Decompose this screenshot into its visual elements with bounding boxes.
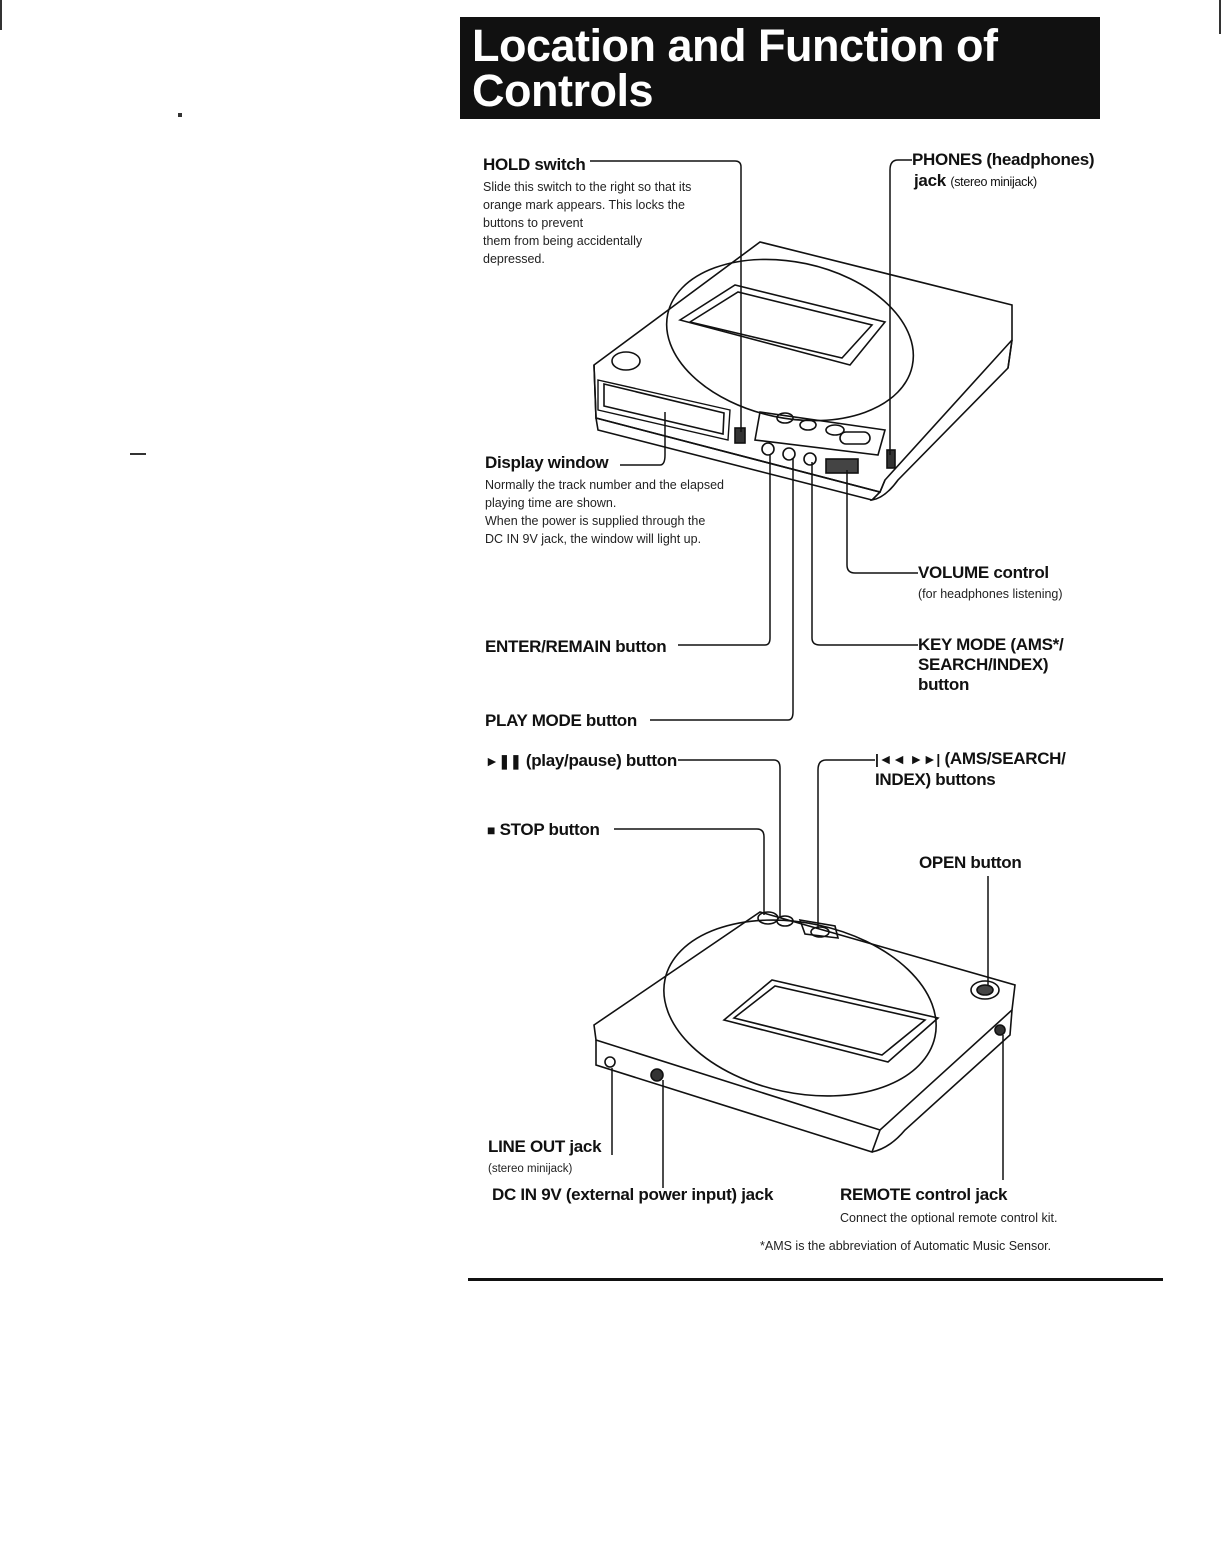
desc-line: them from being accidentally bbox=[483, 234, 643, 248]
desc-line: Slide this switch to the right so that i… bbox=[483, 180, 692, 194]
stop-text: STOP button bbox=[499, 820, 600, 839]
desc-line: DC IN 9V jack, the window will light up. bbox=[485, 532, 702, 546]
play-pause-button-label: ►❚❚ (play/pause) button bbox=[485, 751, 677, 771]
display-window-label: Display window bbox=[485, 453, 609, 472]
open-button-label: OPEN button bbox=[919, 853, 1022, 872]
ams-buttons-label: |◄◄ ►►| (AMS/SEARCH/ bbox=[875, 749, 1066, 769]
page-title-line2: Controls bbox=[472, 65, 654, 116]
label-line: button bbox=[918, 675, 970, 694]
leader-lines bbox=[590, 159, 1004, 1188]
display-window-description: Normally the track number and the elapse… bbox=[485, 476, 775, 548]
desc-line: When the power is supplied through the bbox=[485, 514, 706, 528]
volume-control-note: (for headphones listening) bbox=[918, 587, 1063, 601]
volume-control-label: VOLUME control bbox=[918, 563, 1049, 582]
scan-mark bbox=[178, 113, 182, 117]
skip-icons: |◄◄ ►►| bbox=[875, 751, 941, 767]
remote-jack-label: REMOTE control jack bbox=[840, 1185, 1008, 1204]
key-mode-button-label: KEY MODE (AMS*/ SEARCH/INDEX) button bbox=[918, 635, 1064, 695]
page-title: Location and Function of Controls bbox=[472, 23, 1092, 113]
hold-switch-label: HOLD switch bbox=[483, 155, 586, 174]
scan-mark bbox=[0, 0, 2, 30]
cd-player-rear-view bbox=[593, 911, 1016, 1153]
line-out-jack-note: (stereo minijack) bbox=[488, 1163, 573, 1175]
hold-switch-description: Slide this switch to the right so that i… bbox=[483, 178, 743, 268]
scan-mark bbox=[1219, 0, 1221, 34]
play-mode-button-label: PLAY MODE button bbox=[485, 711, 637, 730]
phones-jack-note: (stereo minijack) bbox=[950, 175, 1037, 189]
phones-jack-label-line2: jack (stereo minijack) bbox=[914, 171, 1037, 192]
desc-line: Normally the track number and the elapse… bbox=[485, 478, 725, 492]
phones-jack-label: PHONES (headphones) bbox=[912, 150, 1095, 169]
play-pause-text: (play/pause) button bbox=[525, 751, 677, 770]
bottom-rule bbox=[468, 1278, 1163, 1281]
play-pause-icon: ►❚❚ bbox=[485, 753, 522, 769]
stop-icon: ■ bbox=[487, 822, 496, 838]
dc-in-jack-label: DC IN 9V (external power input) jack bbox=[492, 1185, 774, 1204]
label-line: SEARCH/INDEX) bbox=[918, 655, 1049, 674]
desc-line: buttons to prevent bbox=[483, 216, 584, 230]
stop-button-label: ■ STOP button bbox=[487, 820, 600, 840]
title-banner: Location and Function of Controls bbox=[460, 17, 1100, 119]
enter-remain-button-label: ENTER/REMAIN button bbox=[485, 637, 667, 656]
desc-line: playing time are shown. bbox=[485, 496, 617, 510]
remote-jack-description: Connect the optional remote control kit. bbox=[840, 1211, 1058, 1225]
phones-jack-word: jack bbox=[914, 171, 946, 190]
scan-mark bbox=[130, 453, 146, 455]
cd-player-front-view bbox=[593, 241, 1013, 502]
desc-line: orange mark appears. This locks the bbox=[483, 198, 685, 212]
line-out-jack-label: LINE OUT jack bbox=[488, 1137, 602, 1156]
footnote: *AMS is the abbreviation of Automatic Mu… bbox=[760, 1239, 1052, 1253]
desc-line: depressed. bbox=[483, 252, 545, 266]
label-line: KEY MODE (AMS*/ bbox=[918, 635, 1064, 654]
ams-text-line1: (AMS/SEARCH/ bbox=[944, 749, 1066, 768]
ams-text-line2: INDEX) buttons bbox=[875, 770, 996, 789]
page-title-line1: Location and Function of bbox=[472, 20, 998, 71]
